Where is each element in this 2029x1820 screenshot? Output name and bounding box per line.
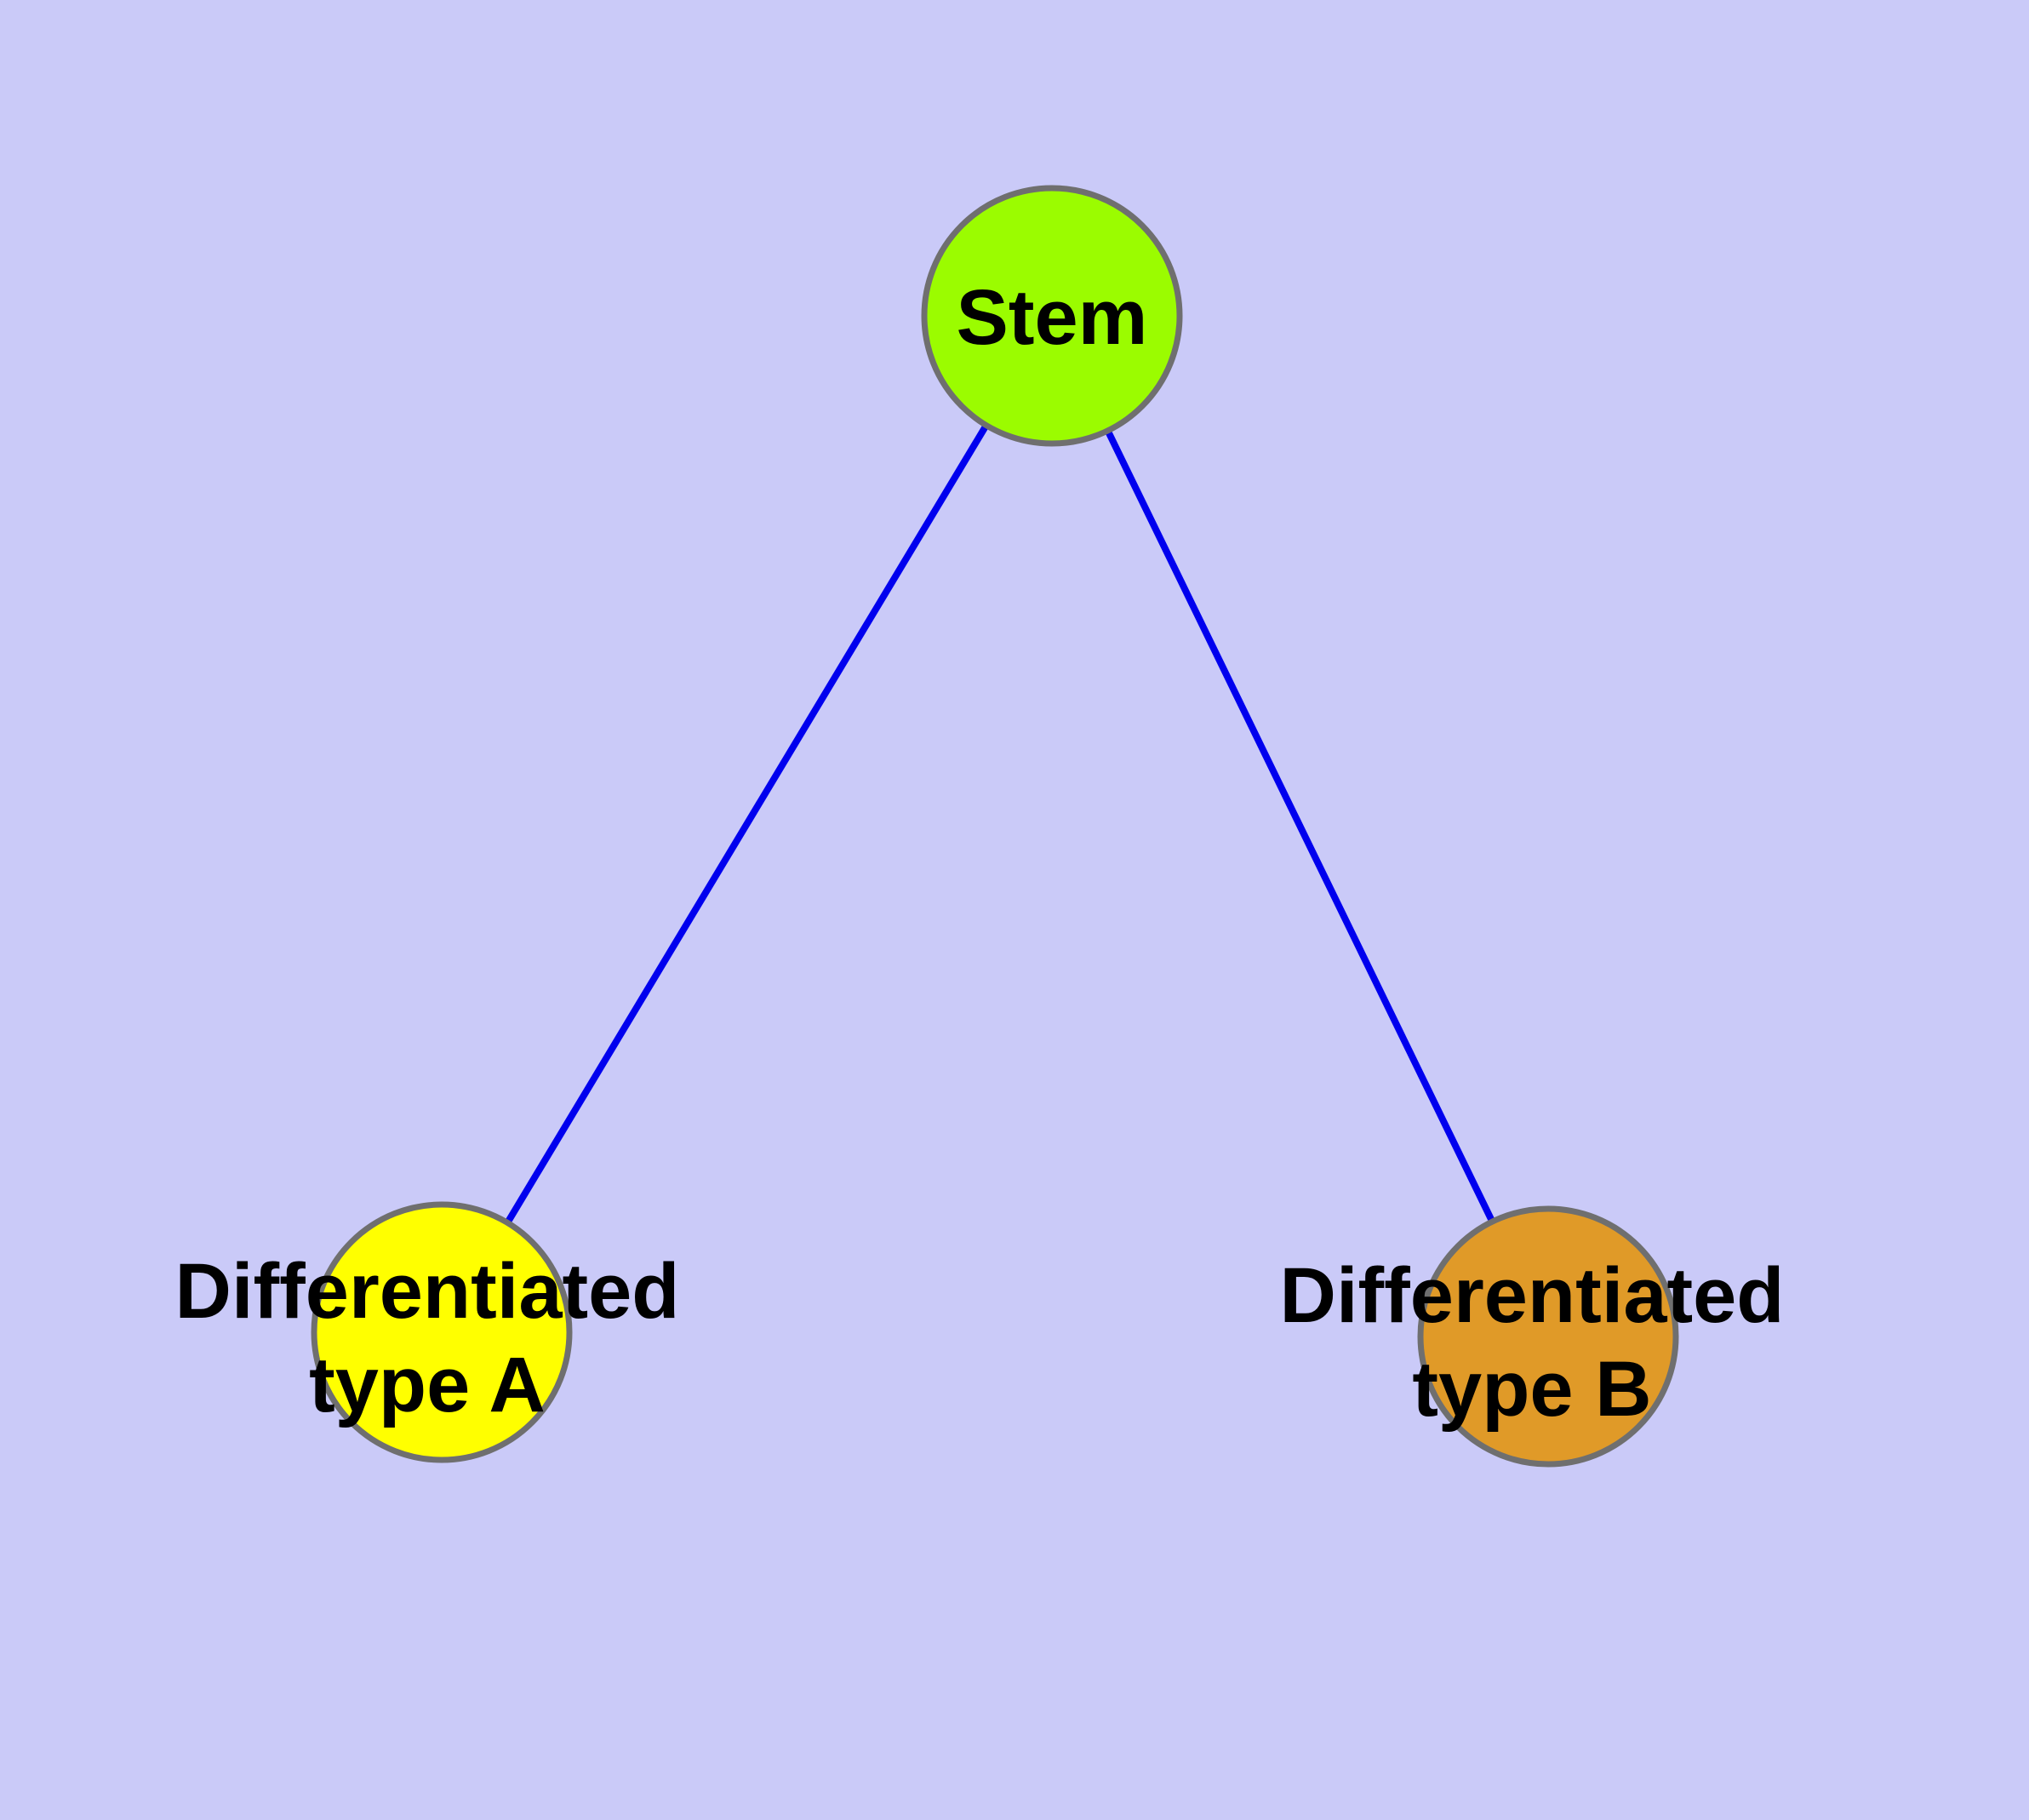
node-stem: Stem xyxy=(921,185,1183,447)
edge-group xyxy=(438,313,1552,1338)
node-differentiated-type-a: Differentiated type A xyxy=(175,1201,680,1463)
node-differentiated-type-a-label-line2: type A xyxy=(309,1342,546,1428)
node-differentiated-type-b-label-line1: Differentiated xyxy=(1280,1252,1785,1339)
node-differentiated-type-a-circle xyxy=(311,1201,573,1463)
node-differentiated-type-a-label-line1: Differentiated xyxy=(175,1248,680,1335)
edge-stem-to-type-b xyxy=(1049,314,1552,1338)
node-stem-circle xyxy=(921,185,1183,447)
edge-stem-to-type-a xyxy=(438,313,1055,1335)
node-differentiated-type-b-label-line2: type B xyxy=(1412,1346,1651,1433)
node-differentiated-type-b-circle xyxy=(1417,1205,1679,1468)
node-differentiated-type-b: Differentiated type B xyxy=(1280,1205,1785,1468)
node-stem-label: Stem xyxy=(957,274,1148,361)
